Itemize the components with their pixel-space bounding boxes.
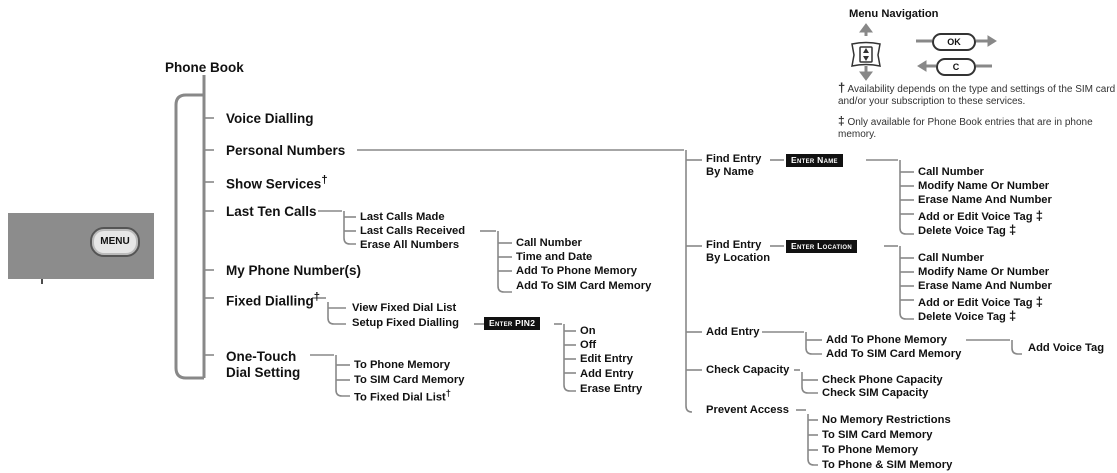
submenu-find-entry-by-location-line2[interactable]: By Location (706, 252, 771, 264)
footnote-dagger: † Availability depends on the type and s… (838, 80, 1116, 107)
option-add-to-phone-memory[interactable]: Add To Phone Memory (516, 265, 637, 277)
menu-last-ten-calls[interactable]: Last Ten Calls (226, 204, 317, 219)
option-off[interactable]: Off (580, 339, 597, 351)
prevent-no-restrictions[interactable]: No Memory Restrictions (822, 414, 951, 426)
check-sim-capacity[interactable]: Check SIM Capacity (822, 387, 929, 399)
entry-call-number[interactable]: Call Number (918, 166, 984, 178)
enter-name-key: Enter Name (786, 154, 843, 167)
menu-my-phone-numbers[interactable]: My Phone Number(s) (226, 263, 362, 278)
menu-fixed-dialling[interactable]: Fixed Dialling† (226, 291, 321, 309)
menu-dial-setting[interactable]: Dial Setting (226, 365, 301, 380)
legend-title: Menu Navigation (849, 8, 939, 20)
prevent-phone-and-sim[interactable]: To Phone & SIM Memory (822, 459, 953, 471)
submenu-find-entry-by-location[interactable]: Find Entry (706, 239, 762, 251)
entry-add-voice-tag[interactable]: Add or Edit Voice Tag ‡ (918, 208, 1043, 223)
menu-one-touch[interactable]: One-Touch (226, 349, 297, 364)
entry-modify[interactable]: Modify Name Or Number (918, 180, 1050, 192)
submenu-erase-all-numbers[interactable]: Erase All Numbers (360, 239, 460, 251)
dagger-mark: † (321, 174, 328, 186)
submenu-setup-fixed-dialling[interactable]: Setup Fixed Dialling (352, 317, 459, 329)
entry-delete-voice-tag[interactable]: Delete Voice Tag ‡ (918, 222, 1017, 237)
submenu-last-calls-made[interactable]: Last Calls Made (360, 211, 445, 223)
dagger-mark: † (445, 388, 451, 398)
entry-call-number-loc[interactable]: Call Number (918, 252, 984, 264)
enter-pin2-key: Enter PIN2 (484, 317, 541, 330)
double-dagger-mark: ‡ (1035, 294, 1043, 309)
option-on[interactable]: On (580, 325, 596, 337)
option-time-and-date[interactable]: Time and Date (516, 251, 593, 263)
entry-delete-voice-tag-loc[interactable]: Delete Voice Tag ‡ (918, 308, 1017, 323)
dagger-mark: † (313, 291, 321, 303)
entry-modify-loc[interactable]: Modify Name Or Number (918, 266, 1050, 278)
option-edit-entry[interactable]: Edit Entry (580, 353, 633, 365)
option-add-entry[interactable]: Add Entry (580, 368, 634, 380)
double-dagger-mark: ‡ (1008, 222, 1017, 237)
menu-personal-numbers[interactable]: Personal Numbers (226, 143, 346, 158)
submenu-prevent-access[interactable]: Prevent Access (706, 404, 789, 416)
submenu-last-calls-received[interactable]: Last Calls Received (360, 225, 466, 237)
entry-erase[interactable]: Erase Name And Number (918, 194, 1052, 206)
check-phone-capacity[interactable]: Check Phone Capacity (822, 374, 943, 386)
submenu-add-entry[interactable]: Add Entry (706, 326, 760, 338)
add-voice-tag[interactable]: Add Voice Tag (1028, 342, 1105, 354)
entry-add-voice-tag-loc[interactable]: Add or Edit Voice Tag ‡ (918, 294, 1043, 309)
submenu-to-phone-memory[interactable]: To Phone Memory (354, 359, 451, 371)
root-phone-book[interactable]: Phone Book (165, 60, 244, 75)
enter-location-key: Enter Location (786, 240, 857, 253)
ok-key-icon: OK (932, 33, 976, 51)
c-key-icon: C (936, 58, 976, 76)
prevent-phone-memory[interactable]: To Phone Memory (822, 444, 919, 456)
menu-key-button[interactable]: MENU (90, 227, 140, 257)
submenu-to-fixed-dial-list[interactable]: To Fixed Dial List† (354, 388, 451, 404)
submenu-find-entry-by-name-line2[interactable]: By Name (706, 166, 754, 178)
double-dagger-mark: ‡ (1008, 308, 1017, 323)
submenu-find-entry-by-name[interactable]: Find Entry (706, 153, 762, 165)
submenu-to-sim-card-memory[interactable]: To SIM Card Memory (354, 374, 465, 386)
submenu-check-capacity[interactable]: Check Capacity (706, 364, 790, 376)
submenu-view-fixed-dial-list[interactable]: View Fixed Dial List (352, 302, 457, 314)
prevent-sim-memory[interactable]: To SIM Card Memory (822, 429, 933, 441)
double-dagger-mark: ‡ (1035, 208, 1043, 223)
entry-erase-loc[interactable]: Erase Name And Number (918, 280, 1052, 292)
option-add-to-sim-memory[interactable]: Add To SIM Card Memory (516, 280, 652, 292)
option-call-number[interactable]: Call Number (516, 237, 582, 249)
menu-voice-dialling[interactable]: Voice Dialling (226, 111, 314, 126)
footnote-double-dagger: ‡ Only available for Phone Book entries … (838, 114, 1093, 140)
menu-show-services[interactable]: Show Services† (226, 174, 328, 192)
add-entry-to-sim-memory[interactable]: Add To SIM Card Memory (826, 348, 962, 360)
option-erase-entry[interactable]: Erase Entry (580, 383, 643, 395)
add-entry-to-phone-memory[interactable]: Add To Phone Memory (826, 334, 947, 346)
